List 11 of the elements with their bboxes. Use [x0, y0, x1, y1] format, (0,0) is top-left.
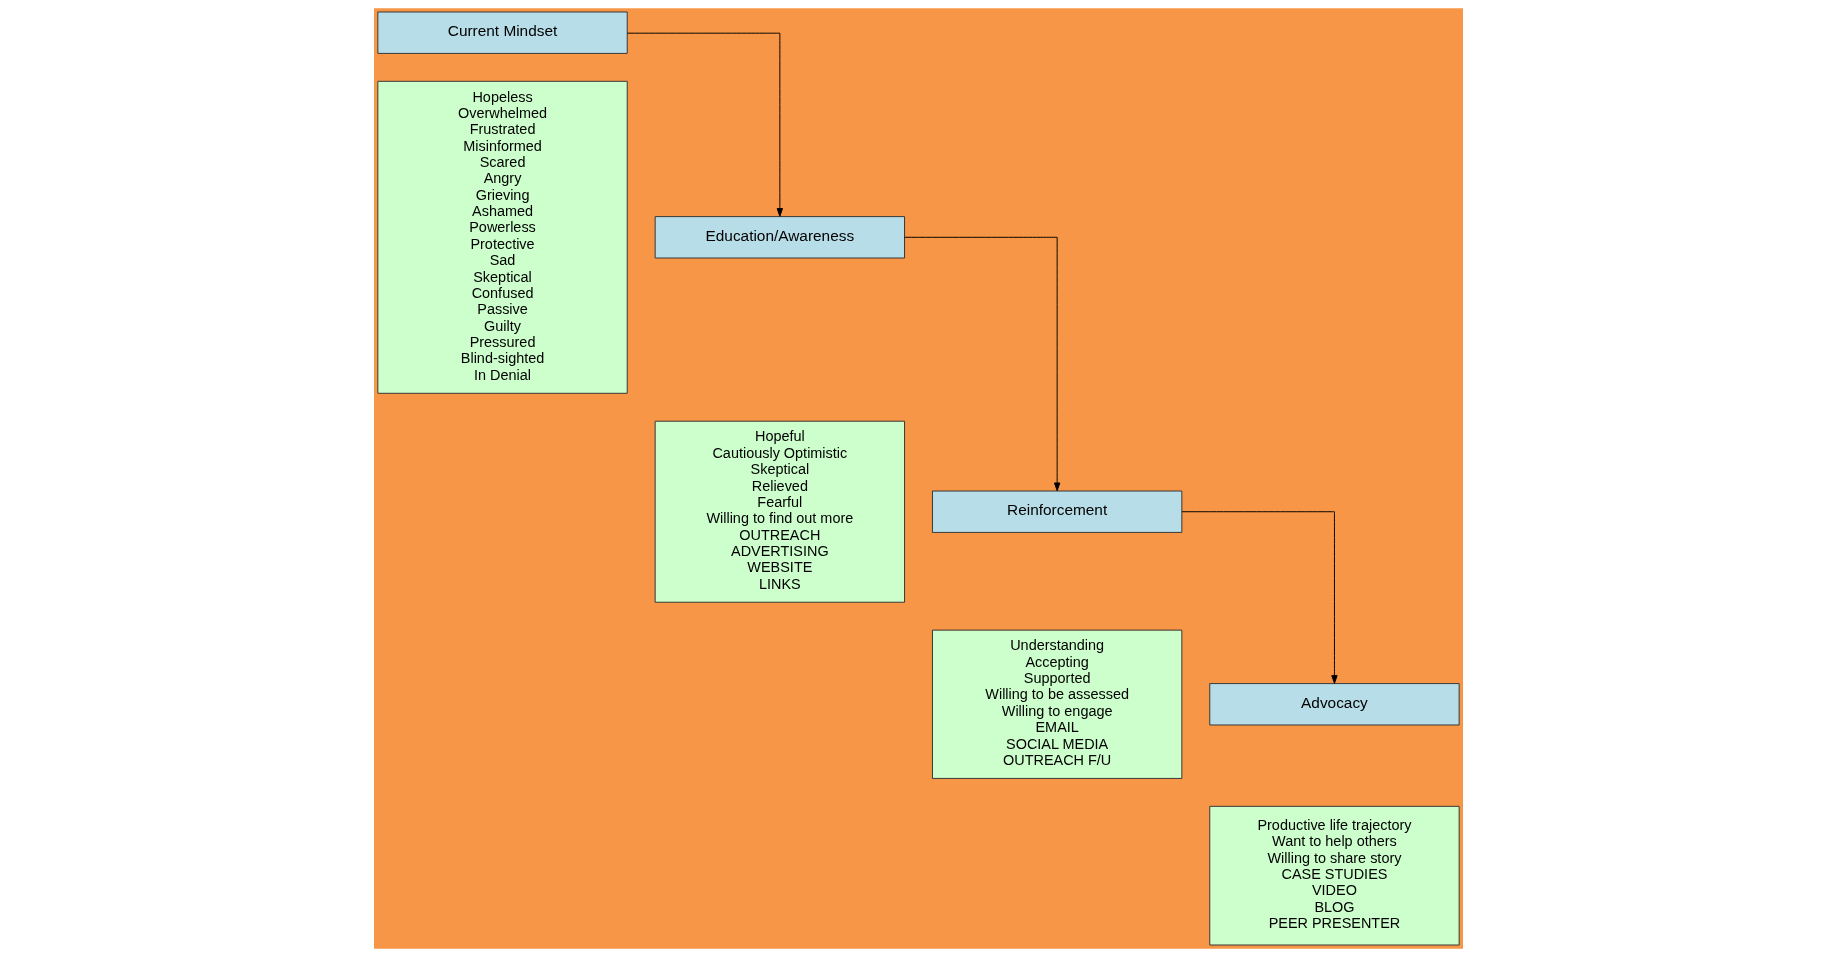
node-box: Advocacy — [1209, 683, 1460, 726]
node-box: Current Mindset — [377, 11, 628, 54]
node-box: Reinforcement — [932, 490, 1183, 533]
node-box: Hopeful Cautiously Optimistic Skeptical Relieved Fearful Willing to find out more OUTREACH ADVERTISING WEBSITE LINKS — [654, 420, 905, 603]
arrow — [1181, 511, 1338, 684]
arrow — [626, 32, 783, 217]
node-box: Understanding Accepting Supported Willing to be assessed Willing to engage EMAIL SOCIAL MEDIA OUTREACH F/U — [932, 629, 1183, 779]
node-box: Education/Awareness — [654, 216, 905, 259]
arrow — [904, 236, 1061, 492]
node-box: Hopeless Overwhelmed Frustrated Misinformed Scared Angry Grieving Ashamed Powerless Protective Sad Skeptical Confused Passive Guilty Pressured Blind-sighted In Denial — [377, 80, 628, 394]
node-box: Productive life trajectory Want to help others Willing to share story CASE STUDIES VIDEO BLOG PEER PRESENTER — [1209, 805, 1460, 946]
